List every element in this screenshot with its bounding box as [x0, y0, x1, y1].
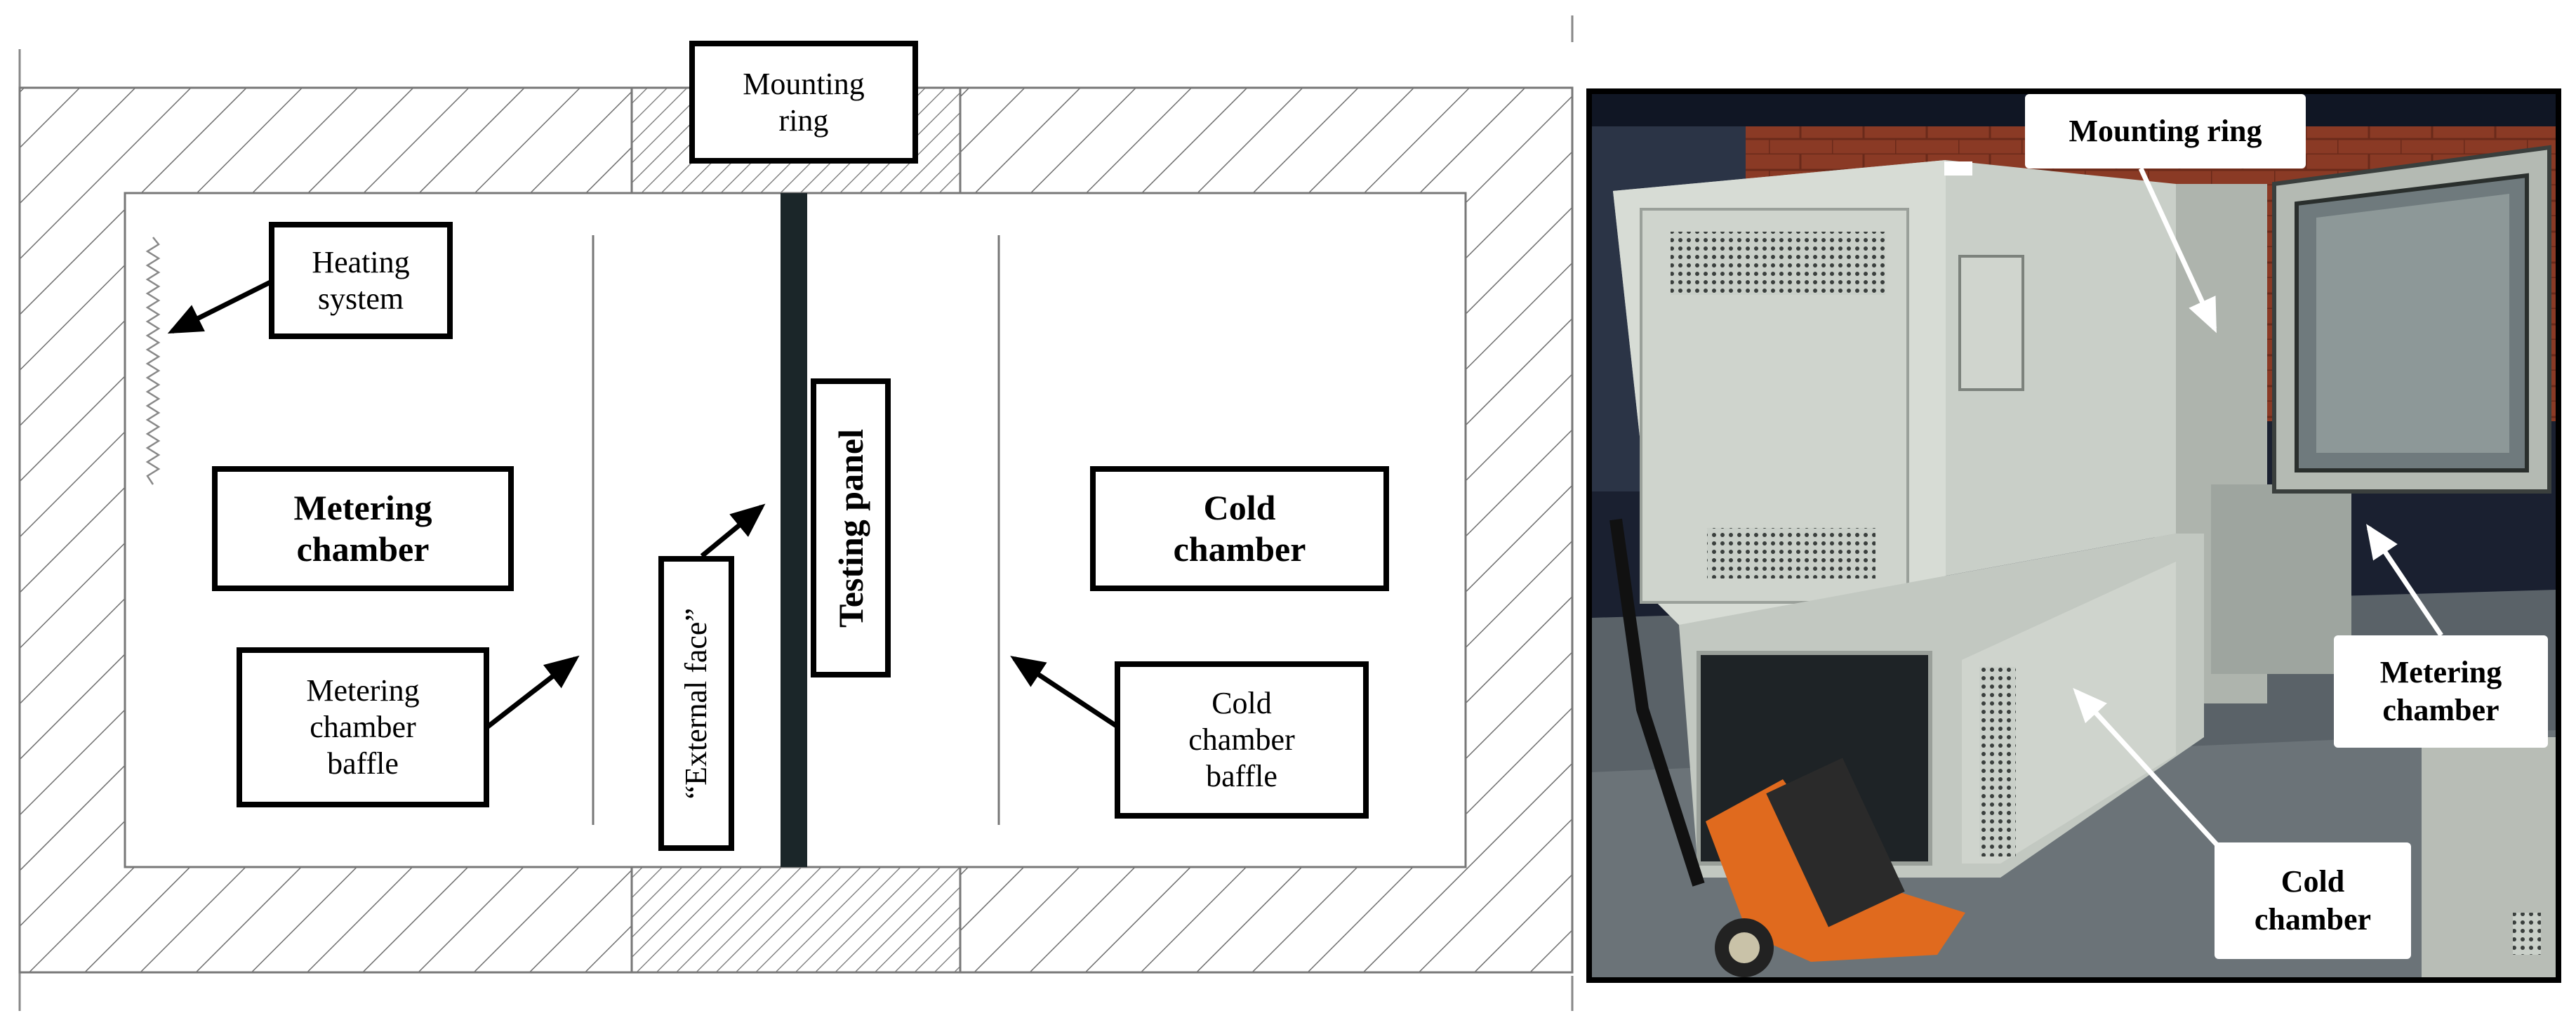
photo-mounting-ring-label: Mounting ring: [2025, 94, 2306, 168]
mounting-ring-label-text: Mounting ring: [743, 66, 865, 138]
photo-mounting-ring-label-text: Mounting ring: [2069, 114, 2262, 149]
photo-mounting-ring-arrow: [2138, 167, 2217, 333]
heating-system-label-text: Heating system: [312, 244, 410, 316]
mounting-ring-label: Mounting ring: [689, 41, 918, 164]
photo-metering-chamber-arrow: [2366, 524, 2443, 637]
photo-cold-chamber-label: Cold chamber: [2215, 842, 2411, 959]
testing-panel-bar: [781, 193, 807, 867]
external-face-label: “External face”: [658, 556, 734, 851]
cold-baffle-arrow: [1010, 656, 1119, 729]
heating-element: [145, 237, 161, 485]
external-face-arrow: [700, 503, 766, 558]
cold-chamber-baffle-label: Cold chamber baffle: [1115, 661, 1369, 819]
photo-cold-chamber-label-text: Cold chamber: [2254, 864, 2372, 937]
photo-vent-upper: [1671, 232, 1885, 295]
metering-chamber-baffle-label: Metering chamber baffle: [237, 647, 489, 807]
photo-metering-chamber-label: Metering chamber: [2334, 635, 2548, 748]
photo-vent-lower: [1707, 528, 1875, 578]
metering-chamber-baffle-label-text: Metering chamber baffle: [306, 673, 420, 781]
heating-system-arrow: [167, 279, 272, 334]
cold-chamber-baffle-label-text: Cold chamber baffle: [1188, 686, 1295, 793]
cold-chamber-label: Cold chamber: [1090, 466, 1389, 591]
metering-baffle-arrow: [486, 655, 580, 729]
photo-metering-chamber-label-text: Metering chamber: [2379, 655, 2502, 727]
photo-frame: [1586, 88, 2561, 983]
testing-panel-label: Testing panel: [811, 378, 891, 677]
metering-chamber-label-text: Metering chamber: [293, 488, 432, 569]
photo-cold-chamber-arrow: [2073, 687, 2220, 848]
metering-chamber-label: Metering chamber: [212, 466, 514, 591]
cold-chamber-label-text: Cold chamber: [1173, 488, 1306, 569]
photo-pallet-jack-handle: [1609, 518, 1705, 887]
heating-system-label: Heating system: [269, 222, 453, 339]
